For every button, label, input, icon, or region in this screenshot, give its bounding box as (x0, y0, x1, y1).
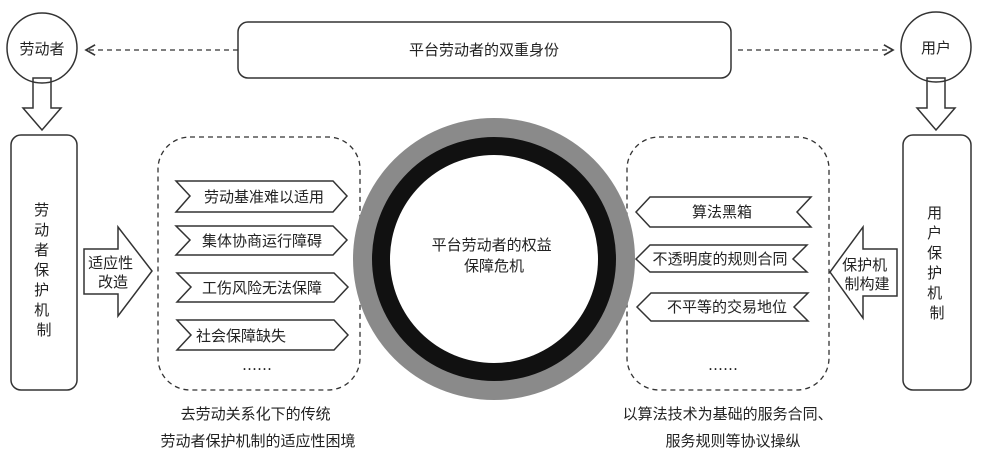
worker-label: 劳动者 (19, 40, 64, 58)
down-arrow-right (915, 77, 957, 132)
left-item: 集体协商运行障碍 (174, 225, 349, 256)
crisis-label: 平台劳动者的权益 保障危机 (432, 236, 557, 275)
build-mechanism-label: 保护机 制构建 (842, 256, 892, 293)
user-label: 用户 (921, 39, 951, 57)
left-item: 工伤风险无法保障 (175, 272, 350, 303)
left-item-label: 社会保障缺失 (196, 327, 286, 345)
right-item: 不平等的交易地位 (635, 292, 810, 322)
crisis-ring: 平台劳动者的权益 保障危机 (353, 118, 635, 400)
right-caption: 以算法技术为基础的服务合同、 服务规则等协议操纵 (623, 405, 838, 450)
dual-identity-box: 平台劳动者的双重身份 (237, 21, 732, 79)
left-item-label: 集体协商运行障碍 (202, 232, 322, 250)
left-ellipsis: …… (242, 356, 272, 374)
right-item-label: 算法黑箱 (692, 203, 752, 221)
left-item: 劳动基准难以适用 (174, 180, 349, 213)
worker-protection-box: 劳 动 者 保 护 机 制 (10, 134, 78, 391)
left-dashed-group (157, 136, 361, 391)
right-item: 算法黑箱 (634, 196, 813, 228)
right-item: 不透明度的规则合同 (634, 244, 809, 273)
left-item: 社会保障缺失 (175, 319, 350, 351)
user-protection-label: 用 户 保 护 机 制 (927, 204, 947, 322)
worker-protection-label: 劳 动 者 保 护 机 制 (34, 201, 54, 339)
worker-node: 劳动者 (6, 12, 78, 84)
right-ellipsis: …… (708, 356, 738, 374)
left-caption: 去劳动关系化下的传统 劳动者保护机制的适应性困境 (160, 405, 355, 450)
build-mechanism-arrow: 保护机 制构建 (829, 224, 898, 321)
adaptive-reform-arrow: 适应性 改造 (83, 224, 153, 319)
user-protection-box: 用 户 保 护 机 制 (902, 134, 972, 391)
user-node: 用户 (900, 11, 972, 83)
right-item-label: 不透明度的规则合同 (652, 250, 787, 268)
left-item-label: 劳动基准难以适用 (204, 188, 324, 206)
right-dashed-group (626, 136, 830, 391)
right-item-label: 不平等的交易地位 (667, 298, 787, 316)
adaptive-reform-label: 适应性 改造 (88, 254, 138, 291)
dual-identity-label: 平台劳动者的双重身份 (409, 41, 559, 59)
down-arrow-left (21, 77, 63, 132)
left-item-label: 工伤风险无法保障 (202, 279, 322, 297)
